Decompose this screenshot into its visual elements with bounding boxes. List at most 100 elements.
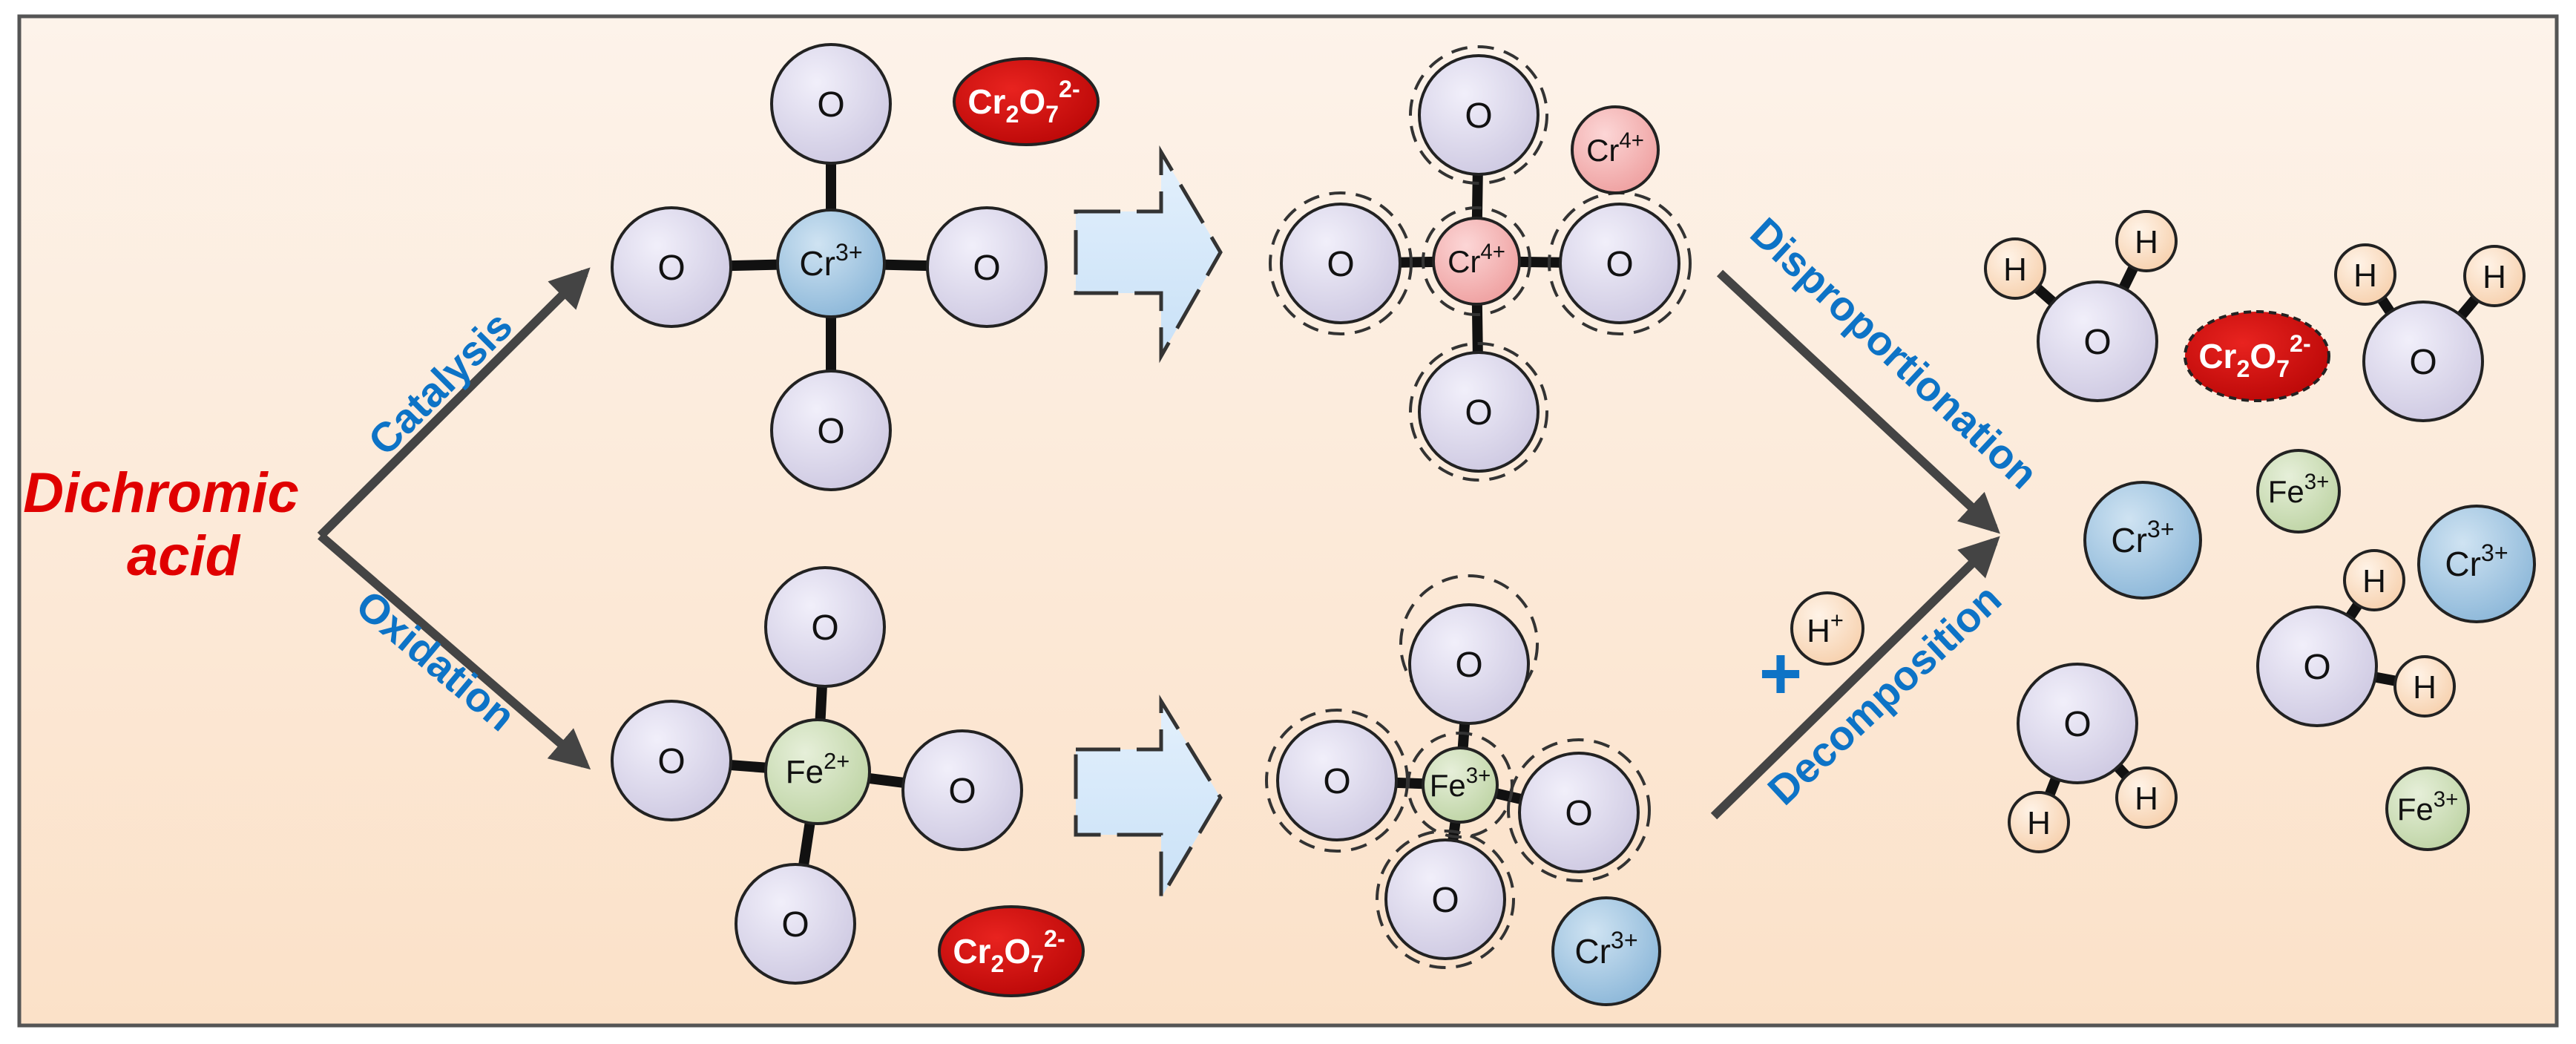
svg-text:O: O bbox=[1606, 245, 1633, 284]
svg-text:O: O bbox=[811, 608, 838, 648]
svg-text:O: O bbox=[657, 742, 685, 781]
oxygen-atom bbox=[770, 370, 892, 491]
svg-text:H: H bbox=[2362, 563, 2386, 600]
oxygen-atom bbox=[1518, 752, 1640, 873]
svg-text:H+: H+ bbox=[1807, 607, 1844, 649]
dichromate-ion-dashed bbox=[2184, 310, 2330, 402]
oxygen-atom bbox=[1408, 603, 1530, 725]
hydrogen-atoms bbox=[1984, 210, 2526, 853]
svg-text:H: H bbox=[2135, 224, 2158, 260]
oxygen-atom bbox=[2037, 280, 2158, 402]
cr3-center-atom bbox=[776, 209, 886, 318]
fe3-center-atom bbox=[1422, 746, 1499, 824]
source-label-line2: acid bbox=[127, 525, 241, 588]
oxygen-labels: O O O O O O O O O O O O O O O O O O O O bbox=[657, 85, 2437, 945]
oxygen-atom bbox=[611, 206, 732, 328]
svg-text:Fe2+: Fe2+ bbox=[786, 748, 850, 790]
svg-text:Cr4+: Cr4+ bbox=[1586, 128, 1644, 168]
block-arrow-top bbox=[1074, 145, 1223, 364]
oxygen-atom bbox=[901, 729, 1023, 851]
hydrogen-atom bbox=[2463, 245, 2526, 307]
oxygen-atom bbox=[926, 206, 1048, 328]
svg-text:Cr2O72-: Cr2O72- bbox=[2198, 330, 2310, 382]
svg-text:Cr4+: Cr4+ bbox=[1448, 240, 1505, 279]
fe2-center-atom bbox=[764, 718, 871, 825]
disproportionation-arrow bbox=[1716, 269, 2000, 534]
cr3-ions bbox=[776, 209, 2536, 1006]
svg-text:O: O bbox=[1465, 96, 1492, 136]
svg-text:O: O bbox=[1455, 646, 1482, 685]
svg-text:O: O bbox=[2063, 705, 2091, 744]
oxygen-atoms bbox=[611, 43, 2484, 985]
block-arrow-bottom bbox=[1074, 695, 1223, 905]
hydrogen-atom bbox=[1984, 237, 2046, 300]
svg-text:O: O bbox=[2083, 323, 2111, 362]
svg-text:O: O bbox=[948, 772, 976, 811]
cr4-ion bbox=[1571, 105, 1660, 194]
oxygen-atom bbox=[2256, 605, 2378, 727]
dichromate-labels: Cr2O72- Cr2O72- Cr2O72- bbox=[953, 76, 2310, 977]
svg-text:O: O bbox=[657, 249, 685, 288]
svg-text:O: O bbox=[817, 85, 844, 125]
cr4-center-atom bbox=[1432, 217, 1521, 306]
oxidation-arrow bbox=[318, 532, 591, 770]
oxygen-atom bbox=[1418, 54, 1540, 176]
hydrogen-labels: H H H H H H H H bbox=[2003, 224, 2506, 841]
oxygen-atom bbox=[770, 43, 892, 165]
fe-ions bbox=[764, 449, 2470, 851]
svg-text:O: O bbox=[781, 905, 809, 945]
svg-text:O: O bbox=[817, 412, 844, 451]
cr4-ions bbox=[1432, 105, 1660, 306]
svg-text:O: O bbox=[1565, 794, 1592, 833]
svg-text:O: O bbox=[2409, 343, 2437, 382]
oxygen-atom bbox=[1418, 351, 1540, 473]
dichromate-ion bbox=[953, 57, 1100, 146]
svg-text:Cr2O72-: Cr2O72- bbox=[967, 76, 1080, 128]
svg-text:Cr3+: Cr3+ bbox=[2445, 539, 2508, 583]
hydrogen-atom bbox=[2115, 766, 2178, 829]
svg-text:O: O bbox=[973, 249, 1000, 288]
source-label-line1: Dichromic bbox=[23, 462, 299, 525]
svg-text:H: H bbox=[2413, 669, 2437, 706]
svg-text:O: O bbox=[1431, 881, 1459, 920]
svg-text:O: O bbox=[1327, 245, 1354, 284]
svg-text:H: H bbox=[2483, 259, 2506, 295]
cr3-ion bbox=[2417, 505, 2536, 623]
ion-labels: Cr3+ Cr3+ Cr3+ Cr3+ Cr4+ Cr4+ Fe2+ Fe3+ … bbox=[786, 128, 2508, 971]
svg-text:Fe3+: Fe3+ bbox=[1430, 764, 1491, 803]
svg-text:O: O bbox=[2303, 648, 2330, 687]
svg-text:H: H bbox=[2353, 257, 2377, 294]
plus-sign: + bbox=[1759, 632, 1802, 715]
svg-text:H: H bbox=[2135, 781, 2158, 817]
svg-text:H: H bbox=[2027, 805, 2051, 841]
hydrogen-atom bbox=[2334, 243, 2396, 306]
svg-text:Fe3+: Fe3+ bbox=[2268, 470, 2330, 509]
oxygen-atom bbox=[735, 863, 856, 985]
hydrogen-atom bbox=[2343, 549, 2405, 611]
cr3-ion bbox=[1551, 896, 1661, 1006]
svg-text:Cr3+: Cr3+ bbox=[799, 239, 862, 283]
oxygen-atom bbox=[611, 700, 732, 821]
svg-text:Cr3+: Cr3+ bbox=[1574, 927, 1637, 971]
svg-text:O: O bbox=[1323, 762, 1350, 801]
svg-text:Fe3+: Fe3+ bbox=[2397, 787, 2459, 827]
hydrogen-atom bbox=[2008, 791, 2070, 853]
catalysis-arrow bbox=[317, 267, 591, 539]
svg-text:Cr2O72-: Cr2O72- bbox=[953, 925, 1065, 977]
oxygen-atom bbox=[764, 566, 886, 688]
svg-text:H: H bbox=[2003, 252, 2027, 288]
fe3-ion bbox=[2256, 449, 2341, 534]
dichromate-ion bbox=[938, 905, 1085, 997]
cr3-ion bbox=[2083, 481, 2202, 600]
svg-text:Cr3+: Cr3+ bbox=[2111, 516, 2174, 559]
proton-ion bbox=[1790, 591, 1864, 666]
oxygen-atom bbox=[1276, 720, 1398, 841]
oxygen-atom bbox=[1280, 203, 1402, 324]
svg-text:O: O bbox=[1465, 393, 1492, 433]
oxygen-atom bbox=[1559, 203, 1680, 324]
hydrogen-atom bbox=[2393, 655, 2456, 718]
decomposition-arrow bbox=[1710, 536, 2000, 820]
oxygen-atom bbox=[1384, 838, 1506, 960]
oxygen-atom bbox=[2017, 663, 2138, 784]
